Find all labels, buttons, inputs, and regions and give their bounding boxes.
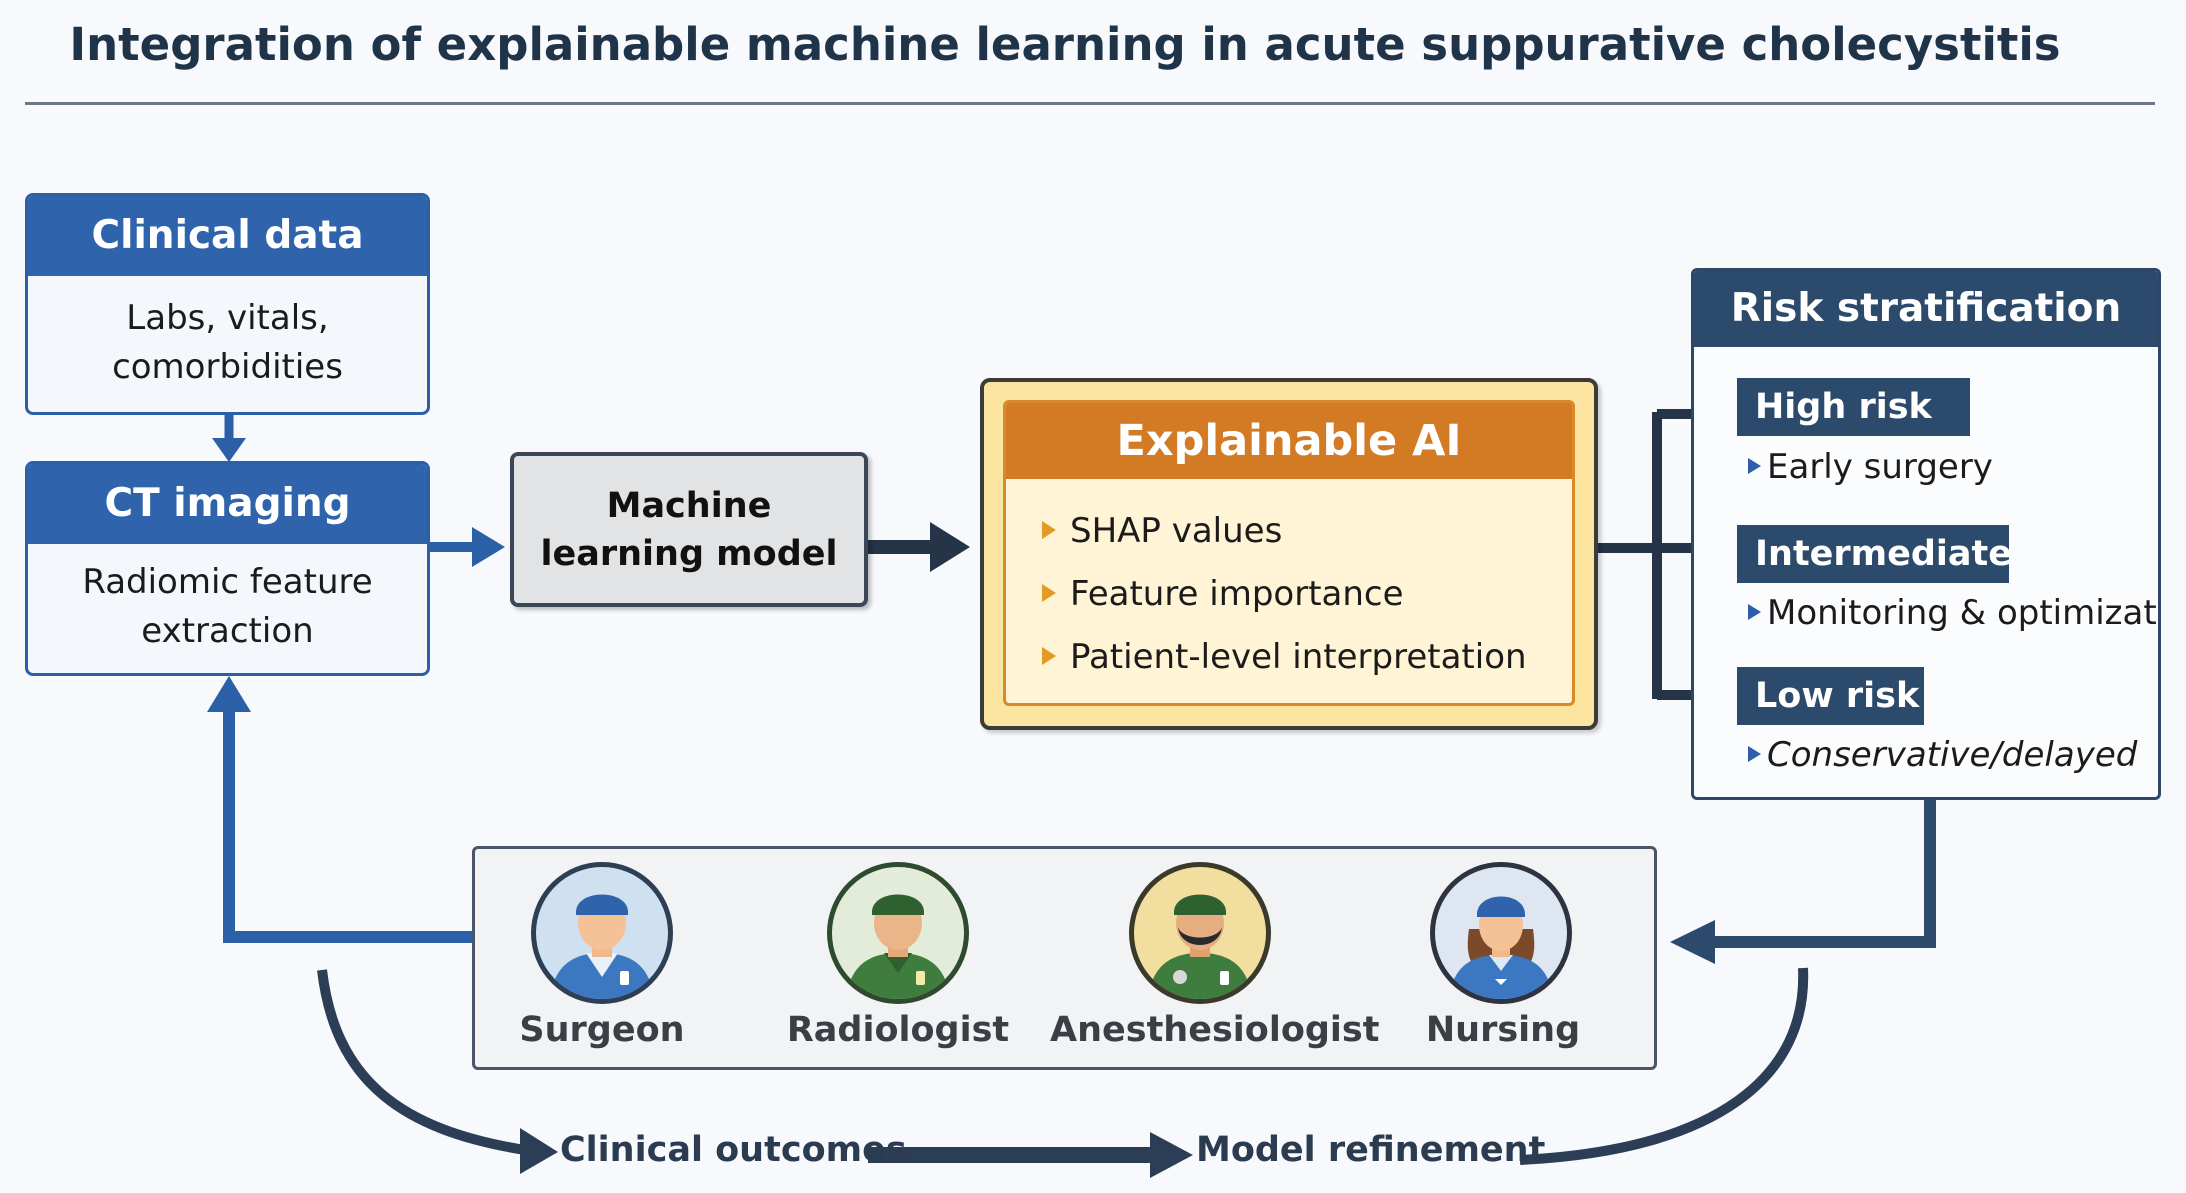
role-label-anesthesiologist: Anesthesiologist	[1050, 1010, 1380, 1050]
orange-triangle-icon	[1042, 646, 1056, 665]
xai-item: SHAP values	[1042, 511, 1282, 551]
arrow-team-to-outcomes	[317, 969, 558, 1174]
arrow-ml-to-xai	[868, 522, 970, 572]
explainable-ai-heading: Explainable AI	[1006, 403, 1572, 479]
risk-action-intermediate: Monitoring & optimization	[1748, 593, 2158, 633]
xai-item: Feature importance	[1042, 574, 1404, 614]
risk-label-high: High risk	[1737, 378, 1970, 436]
ct-imaging-box: CT imaging Radiomic feature extraction	[25, 461, 430, 676]
xai-item: Patient-level interpretation	[1042, 637, 1527, 677]
ml-model-box: Machine learning model	[510, 452, 868, 607]
role-label-surgeon: Surgeon	[519, 1010, 685, 1050]
risk-label-intermediate: Intermediate	[1737, 525, 2012, 583]
nurse-icon	[1430, 862, 1572, 1004]
risk-stratification-box: Risk stratification High risk Early surg…	[1691, 268, 2161, 800]
title-divider	[25, 102, 2155, 105]
model-refinement-label: Model refinement	[1196, 1130, 1546, 1170]
blue-triangle-icon	[1748, 603, 1761, 620]
arrow-risk-to-team	[1670, 800, 1936, 964]
risk-action-low: Conservative/delayed	[1748, 735, 2137, 775]
blue-triangle-icon	[1748, 457, 1761, 474]
role-label-radiologist: Radiologist	[786, 1010, 1010, 1050]
risk-label-low: Low risk	[1737, 667, 1924, 725]
arrow-team-to-ct	[207, 676, 472, 943]
explainable-ai-box: Explainable AI SHAP values Feature impor…	[1003, 400, 1575, 706]
clinical-outcomes-label: Clinical outcomes	[560, 1130, 907, 1170]
ct-imaging-heading: CT imaging	[28, 464, 427, 544]
orange-triangle-icon	[1042, 520, 1056, 539]
anesthesiologist-icon	[1129, 862, 1271, 1004]
clinical-data-heading: Clinical data	[28, 196, 427, 276]
risk-stratification-heading: Risk stratification	[1694, 271, 2158, 347]
clinical-data-body: Labs, vitals, comorbidities	[112, 298, 343, 387]
radiologist-icon	[827, 862, 969, 1004]
arrow-clinical-to-ct	[212, 414, 246, 462]
arrow-outcomes-to-refinement	[868, 1132, 1193, 1178]
orange-triangle-icon	[1042, 583, 1056, 602]
arrow-ct-to-ml	[428, 527, 505, 567]
role-label-nursing: Nursing	[1425, 1010, 1581, 1050]
ct-imaging-body: Radiomic feature extraction	[82, 562, 373, 651]
blue-triangle-icon	[1748, 745, 1761, 762]
page-title: Integration of explainable machine learn…	[69, 18, 2061, 71]
arrow-refinement-to-team	[1519, 967, 1809, 1165]
clinical-data-box: Clinical data Labs, vitals, comorbiditie…	[25, 193, 430, 415]
risk-action-high: Early surgery	[1748, 447, 1993, 487]
surgeon-icon	[531, 862, 673, 1004]
